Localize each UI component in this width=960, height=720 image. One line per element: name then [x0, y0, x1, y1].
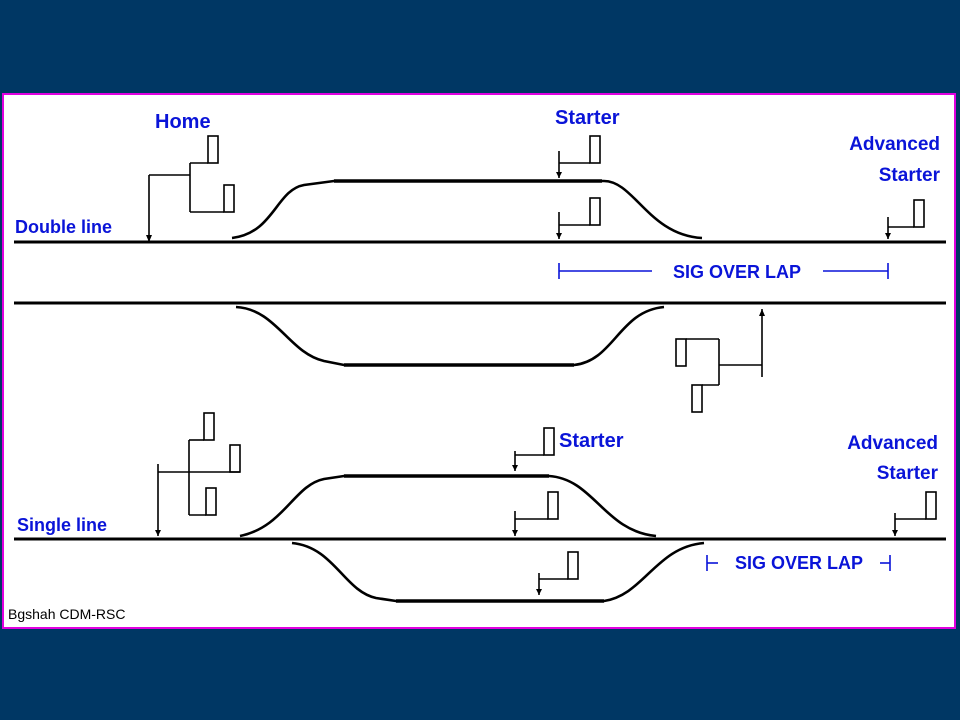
advanced-starter-signal-top: [885, 199, 925, 239]
down-home-signal: [675, 309, 765, 413]
starter-signal-top-upper: [556, 135, 601, 178]
single-line-starter-middle: [512, 491, 559, 536]
down-home-arrow-icon: [759, 309, 765, 316]
single-starter-middle-arrow-icon: [512, 530, 518, 536]
single-line-home-signal: [155, 412, 241, 536]
single-line-section: [14, 412, 946, 603]
starter-bottom-label: Starter: [559, 430, 624, 452]
starter-top-label: Starter: [555, 107, 620, 129]
advanced-top-label-line2: Starter: [879, 165, 941, 186]
single-starter-upper-arrow-icon: [512, 465, 518, 471]
railway-signal-diagram: Home Starter Advanced Starter Double lin…: [8, 107, 946, 622]
single-line-advanced-starter: [892, 491, 937, 536]
single-starter-lower-arrow-icon: [536, 589, 542, 595]
advanced-top-label-line1: Advanced: [849, 134, 940, 155]
starter-lower-arrow-icon: [556, 233, 562, 239]
sig-overlap-top-label: SIG OVER LAP: [673, 262, 801, 282]
diagram-panel: Home Starter Advanced Starter Double lin…: [2, 93, 956, 629]
single-line-label: Single line: [17, 515, 107, 535]
double-line-label: Double line: [15, 217, 112, 237]
advanced-starter-top-arrow-icon: [885, 233, 891, 239]
credit-label: Bgshah CDM-RSC: [8, 606, 125, 622]
home-signal: [146, 135, 235, 242]
sig-overlap-bottom-marker: [706, 555, 891, 571]
double-line-down-loop-track: [235, 305, 665, 367]
double-line-section: [14, 135, 946, 413]
single-home-arrow-icon: [155, 530, 161, 536]
home-signal-arrow-icon: [146, 235, 152, 242]
single-line-upper-loop-track: [239, 474, 657, 538]
advanced-bottom-label-line1: Advanced: [847, 433, 938, 454]
home-label: Home: [155, 111, 211, 133]
advanced-bottom-label-line2: Starter: [877, 463, 939, 484]
sig-overlap-bottom-label: SIG OVER LAP: [735, 553, 863, 573]
starter-upper-arrow-icon: [556, 172, 562, 178]
sig-overlap-top-marker: [558, 263, 889, 279]
starter-signal-top-lower: [556, 197, 601, 239]
single-advanced-arrow-icon: [892, 530, 898, 536]
double-line-up-loop-track: [231, 179, 703, 240]
single-line-lower-loop-track: [291, 541, 705, 603]
single-line-starter-upper: [512, 427, 555, 471]
single-line-starter-lower: [536, 551, 579, 595]
